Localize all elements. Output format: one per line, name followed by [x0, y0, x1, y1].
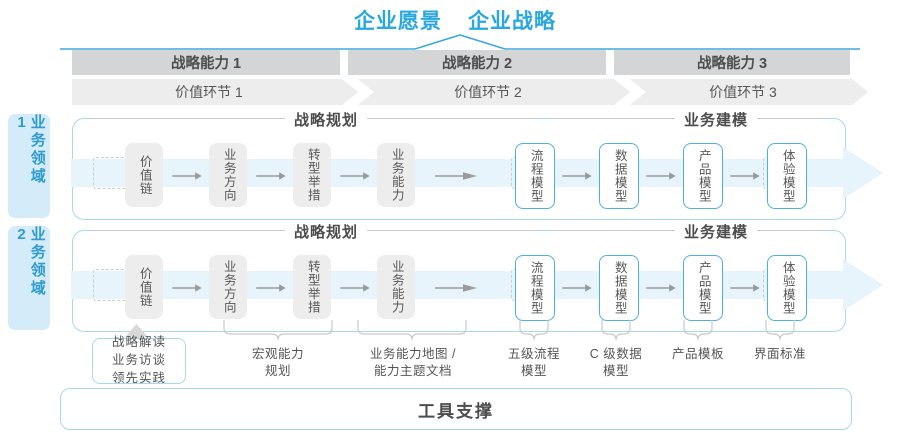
value-chain-cell-label: 价值环节 3 — [709, 84, 777, 100]
value-chain-cell-label: 价值环节 1 — [175, 84, 243, 100]
domain-lane-2: 战略规划 业务建模价值链 业务方向 转型举措 业务能力 流程模型 数据模型 产品模型 体验模型 — [71, 221, 883, 332]
domain-tab-label: 业务领域 1 — [13, 114, 46, 186]
node-label: 业务方向 — [221, 148, 236, 202]
title-enterprise-strategy: 企业战略 — [468, 10, 556, 33]
node-label: 流程模型 — [528, 149, 543, 203]
tool-6-text: 界面标准 — [753, 347, 806, 361]
node-label: 流程模型 — [528, 261, 543, 315]
node-1-3[interactable]: 转型举措 — [293, 143, 331, 207]
node-2-3[interactable]: 转型举措 — [293, 255, 331, 319]
tool-label-strategy-interpretation[interactable]: 战略解读业务访谈领先实践 — [92, 335, 186, 385]
node-label: 转型举措 — [305, 148, 320, 202]
node-1-7[interactable]: 产品模型 — [683, 143, 723, 209]
node-label: 业务方向 — [221, 260, 236, 314]
flow-arrow — [730, 284, 760, 292]
node-2-5[interactable]: 流程模型 — [515, 255, 555, 321]
node-label: 价值链 — [137, 154, 152, 196]
flow-arrow — [646, 284, 676, 292]
node-2-4[interactable]: 业务能力 — [377, 255, 415, 319]
capability-cell-2: 战略能力 2 — [348, 50, 606, 75]
tool-4-text: C 级数据模型 — [589, 347, 643, 378]
node-label: 体验模型 — [780, 261, 795, 315]
tool-label-macro-capability-planning: 宏观能力规划 — [224, 346, 332, 380]
node-1-5[interactable]: 流程模型 — [515, 143, 555, 209]
flow-arrow — [172, 172, 202, 180]
flow-arrow — [256, 172, 286, 180]
capability-cell-label: 战略能力 3 — [696, 56, 768, 72]
node-label: 数据模型 — [612, 149, 627, 203]
tool-3-text: 五级流程模型 — [507, 347, 560, 378]
section-title-strategy-planning: 战略规划 — [285, 109, 368, 130]
section-title-business-modeling: 业务建模 — [675, 109, 758, 130]
tool-label-business-capability-map: 业务能力地图 /能力主题文档 — [348, 346, 478, 380]
capability-cell-3: 战略能力 3 — [614, 50, 850, 75]
flow-arrow-midspan — [435, 284, 477, 292]
tool-label-c-level-data-model: C 级数据模型 — [571, 346, 661, 380]
tool-first-text: 战略解读业务访谈领先实践 — [111, 335, 166, 385]
node-label: 产品模型 — [696, 261, 711, 315]
vision-bracket-line — [60, 34, 860, 50]
flow-arrow — [256, 284, 286, 292]
node-label: 数据模型 — [612, 261, 627, 315]
node-2-7[interactable]: 产品模型 — [683, 255, 723, 321]
node-2-2[interactable]: 业务方向 — [209, 255, 247, 319]
node-label: 价值链 — [137, 266, 152, 308]
flow-arrow — [172, 284, 202, 292]
node-2-6[interactable]: 数据模型 — [599, 255, 639, 321]
domain-tab-label: 业务领域 2 — [13, 226, 46, 298]
tool-1-text: 宏观能力规划 — [251, 347, 304, 378]
flow-band — [71, 259, 883, 311]
capability-cell-1: 战略能力 1 — [72, 50, 340, 75]
value-chain-cell-label: 价值环节 2 — [454, 84, 522, 100]
domain-tab-2[interactable]: 业务领域 2 — [8, 226, 50, 330]
node-label: 产品模型 — [696, 149, 711, 203]
tool-label-product-template: 产品模板 — [653, 346, 743, 363]
flow-arrow — [562, 172, 592, 180]
node-1-8[interactable]: 体验模型 — [767, 143, 807, 209]
node-1-4[interactable]: 业务能力 — [377, 143, 415, 207]
flow-arrow-midspan — [435, 172, 477, 180]
tool-5-text: 产品模板 — [671, 347, 724, 361]
tool-label-ui-standard: 界面标准 — [735, 346, 825, 363]
node-label: 体验模型 — [780, 149, 795, 203]
node-1-1[interactable]: 价值链 — [125, 143, 163, 207]
value-chain-cell-3: 价值环节 3 — [630, 79, 868, 105]
capability-cell-label: 战略能力 2 — [441, 56, 513, 72]
support-bar-label: 工具支撑 — [418, 401, 494, 421]
node-1-6[interactable]: 数据模型 — [599, 143, 639, 209]
section-title-strategy-planning: 战略规划 — [285, 221, 368, 242]
node-label: 转型举措 — [305, 260, 320, 314]
domain-tab-1[interactable]: 业务领域 1 — [8, 114, 50, 218]
node-1-2[interactable]: 业务方向 — [209, 143, 247, 207]
node-2-1[interactable]: 价值链 — [125, 255, 163, 319]
flow-arrow — [340, 172, 370, 180]
tool-support-bar: 工具支撑 — [60, 388, 852, 430]
tool-label-five-level-process-model: 五级流程模型 — [489, 346, 579, 380]
section-title-business-modeling: 业务建模 — [675, 221, 758, 242]
node-2-8[interactable]: 体验模型 — [767, 255, 807, 321]
tool-2-text: 业务能力地图 /能力主题文档 — [370, 347, 456, 378]
capability-cell-label: 战略能力 1 — [170, 56, 242, 72]
flow-arrow — [340, 284, 370, 292]
flow-arrow — [562, 284, 592, 292]
value-chain-cell-1: 价值环节 1 — [72, 79, 358, 105]
title-enterprise-vision: 企业愿景 — [354, 10, 442, 33]
node-label: 业务能力 — [389, 260, 404, 314]
vision-strategy-title-row: 企业愿景 企业战略 — [0, 5, 910, 35]
value-chain-cell-2: 价值环节 2 — [358, 79, 630, 105]
flow-band — [71, 147, 883, 199]
domain-lane-1: 战略规划 业务建模价值链 业务方向 转型举措 业务能力 流程模型 数据模型 产品模型 体验模型 — [71, 109, 883, 220]
flow-arrow — [730, 172, 760, 180]
node-label: 业务能力 — [389, 148, 404, 202]
flow-arrow — [646, 172, 676, 180]
